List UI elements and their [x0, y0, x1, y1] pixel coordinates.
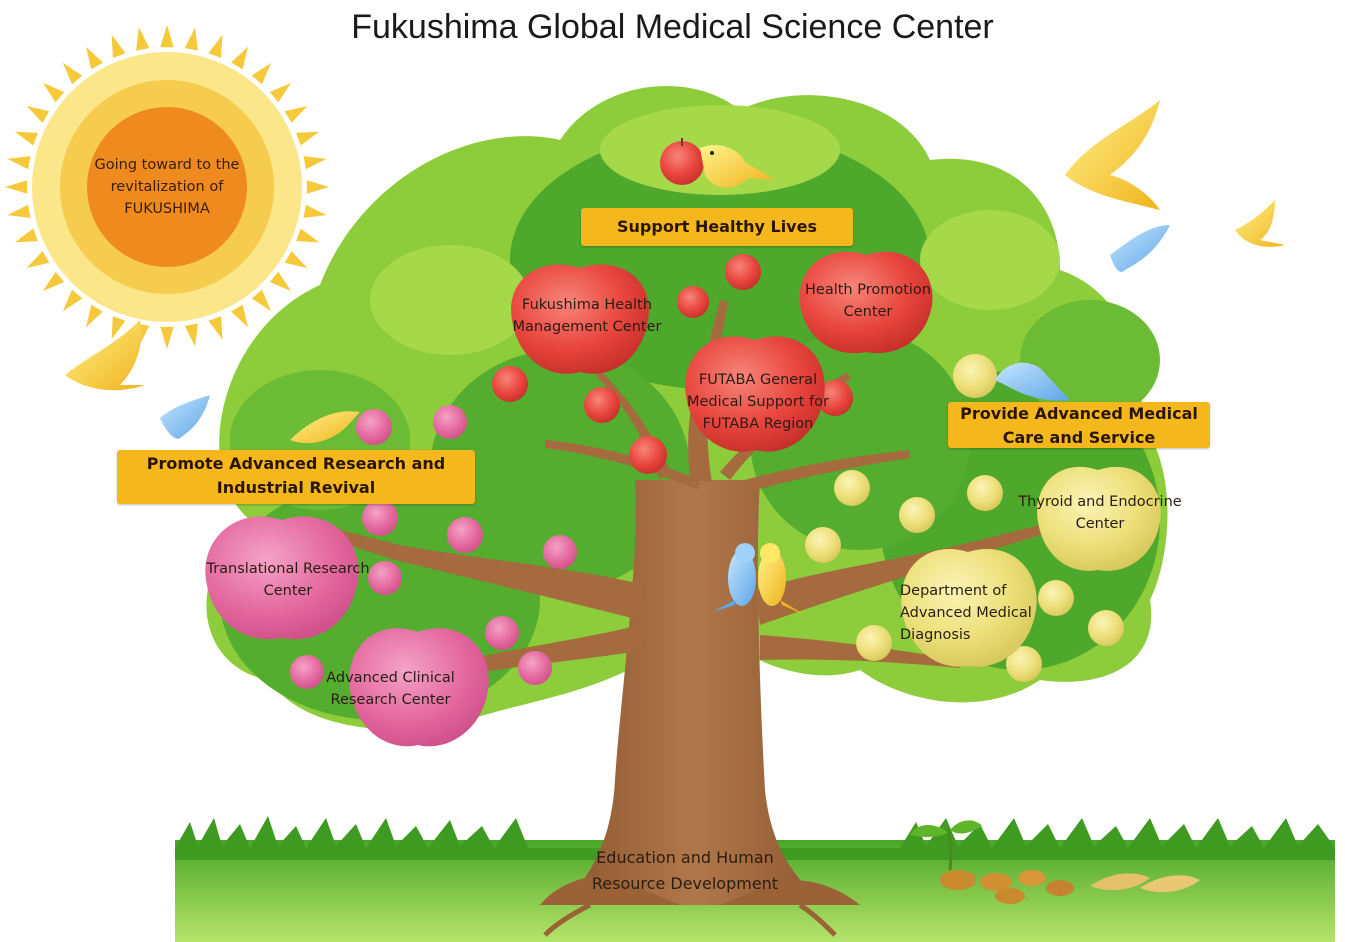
apple-icon: [629, 436, 667, 474]
bird-icon: [160, 395, 210, 439]
sun-ray: [14, 228, 38, 243]
sun-ray: [184, 323, 198, 347]
apple-icon: [1037, 466, 1161, 571]
apple-icon: [368, 561, 402, 595]
label-advanced-medical-diagnosis: Department of Advanced Medical Diagnosis: [900, 583, 1032, 643]
sun-ray: [62, 289, 83, 312]
sun-ray: [269, 82, 292, 103]
sun-ray: [251, 62, 272, 85]
sun-ray: [5, 180, 28, 194]
apple-icon: [805, 527, 841, 563]
apple-icon: [725, 254, 761, 290]
sun-ray: [26, 251, 50, 268]
apple-icon: [1088, 610, 1124, 646]
apple-icon: [899, 497, 935, 533]
banner-advanced-care: Provide Advanced Medical Care and Servic…: [948, 402, 1210, 448]
bird-icon: [290, 411, 360, 444]
sun-ray: [284, 106, 308, 123]
apple-icon: [967, 475, 1003, 511]
apple-icon: [518, 651, 552, 685]
sun-ray: [86, 304, 103, 328]
sun-icon: [5, 25, 329, 349]
sun-ray: [42, 82, 65, 103]
apple-icon: [362, 500, 398, 536]
bird-icon: [1065, 100, 1160, 210]
sun-ray: [42, 271, 65, 292]
bird-icon: [700, 145, 775, 188]
yellow-apples: [805, 354, 1161, 682]
red-apples: [492, 138, 933, 474]
sun-ray: [7, 156, 31, 170]
apple-icon: [205, 516, 359, 640]
apple-icon: [901, 548, 1037, 667]
sun-ray: [111, 316, 126, 340]
apple-icon: [349, 628, 489, 747]
apple-icon: [492, 366, 528, 402]
apple-icon: [543, 535, 577, 569]
apple-icon: [1038, 580, 1074, 616]
bird-icon: [758, 543, 805, 615]
label-translational-research-center: Translational Research Center: [206, 561, 370, 599]
apple-icon: [660, 138, 704, 185]
apple-icon: [356, 409, 392, 445]
bird-icon: [712, 543, 756, 612]
apple-icon: [447, 517, 483, 553]
sun-ray: [231, 46, 248, 70]
apple-icon: [817, 380, 853, 416]
sun-ray: [296, 131, 320, 146]
apple-icon: [856, 625, 892, 661]
sun-ray: [160, 25, 174, 48]
sun-ray: [208, 34, 223, 58]
sun-ray: [7, 204, 31, 218]
apple-icon: [834, 470, 870, 506]
sun-ray: [136, 27, 150, 51]
bird-icon: [1110, 225, 1170, 272]
apple-icon: [799, 251, 933, 354]
pink-apples: [205, 405, 577, 747]
bird-icon: [1235, 200, 1285, 247]
apple-icon: [511, 264, 649, 374]
bird-icon: [995, 362, 1070, 401]
sun-ray: [269, 271, 292, 292]
banner-support-healthy-lives: Support Healthy Lives: [581, 208, 853, 246]
sun-ray: [184, 27, 198, 51]
banner-promote-research: Promote Advanced Research and Industrial…: [117, 450, 475, 504]
label-health-management-center: Fukushima Health Management Center: [512, 297, 662, 335]
sun-ray: [111, 34, 126, 58]
label-advanced-clinical-research-center: Advanced Clinical Research Center: [326, 670, 455, 708]
sun-ray: [306, 180, 329, 194]
sprout-icon: [910, 820, 1200, 904]
bird-icon: [65, 320, 145, 391]
sun-ray: [160, 326, 174, 349]
sun-ray: [303, 204, 327, 218]
apple-icon: [1006, 646, 1042, 682]
apple-icon: [953, 354, 997, 398]
sun-ray: [86, 46, 103, 70]
sun-ray: [62, 62, 83, 85]
apple-icon: [290, 655, 324, 689]
page-title: Fukushima Global Medical Science Center: [351, 8, 994, 46]
label-health-promotion-center: Health Promotion Center: [805, 282, 931, 320]
label-futaba-support: FUTABA General Medical Support for FUTAB…: [686, 372, 830, 432]
sun-ray: [26, 106, 50, 123]
sun-ray: [284, 251, 308, 268]
apple-icon: [584, 387, 620, 423]
sun-ray: [231, 304, 248, 328]
label-education-hr-development: Education and Human Resource Development: [591, 848, 779, 893]
apple-icon: [485, 616, 519, 650]
sun-ray: [208, 316, 223, 340]
apple-icon: [685, 336, 825, 452]
sun-label: Going toward to the revitalization of FU…: [94, 157, 240, 217]
sun-ray: [303, 156, 327, 170]
label-thyroid-endocrine-center: Thyroid and Endocrine Center: [1018, 494, 1182, 532]
sun-ray: [296, 228, 320, 243]
sun-ray: [251, 289, 272, 312]
apple-icon: [433, 405, 467, 439]
apple-icon: [677, 286, 709, 318]
sun-ray: [14, 131, 38, 146]
